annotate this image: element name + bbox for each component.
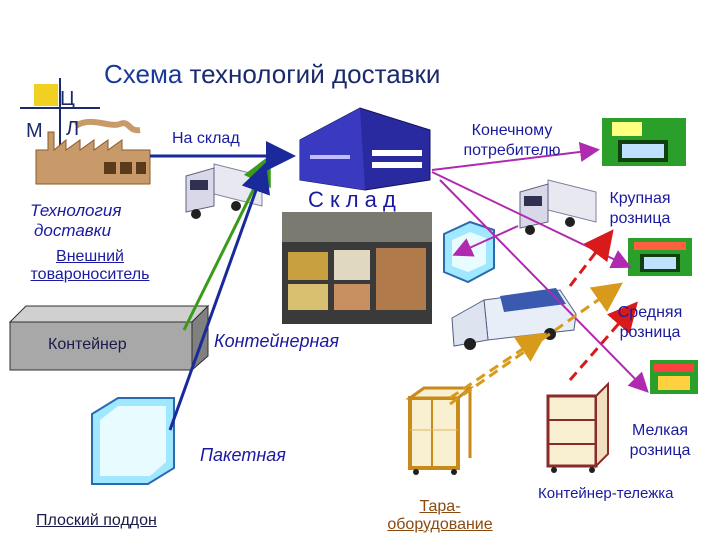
label-to-consumer-2: потребителю <box>463 142 561 159</box>
label-flat-pallet: Плоский поддон <box>36 512 157 529</box>
cube-icon <box>91 397 175 485</box>
label-small-retail-2: розница <box>629 442 691 459</box>
label-large-retail-1: Крупная <box>609 190 671 207</box>
label-small-retail-1: Мелкая <box>631 422 689 439</box>
label-warehouse: С к л а д <box>308 187 396 212</box>
trolley-cart-icon <box>546 381 609 473</box>
store-icon <box>628 238 692 276</box>
truck-icon <box>185 163 263 219</box>
arrow-to-small-retail <box>439 179 649 393</box>
van-icon <box>451 288 577 350</box>
label-packet-tech: Пакетная <box>200 445 286 465</box>
label-external-2: товароноситель <box>30 266 150 283</box>
label-to-warehouse: На склад <box>172 130 240 147</box>
arrow-blue <box>168 162 271 431</box>
warehouse-building-icon <box>299 107 431 191</box>
store-icon <box>602 118 686 166</box>
label-technology-2: доставки <box>34 221 112 240</box>
arrow-red-1 <box>568 301 638 381</box>
truck-icon <box>519 179 597 235</box>
label-medium-retail-2: розница <box>619 324 681 341</box>
label-container: Контейнер <box>48 336 127 353</box>
label-tara-2: оборудование <box>387 516 493 533</box>
cube-icon <box>443 220 495 284</box>
logo-letter-c: Ц <box>60 88 75 110</box>
logo-letter-m: М <box>26 120 43 142</box>
label-to-consumer-1: Конечному <box>471 122 553 139</box>
pallet-cage-icon <box>405 386 475 475</box>
logo-letter-l: Л <box>66 118 80 140</box>
warehouse-photo <box>282 212 432 324</box>
page-title-part1: Схема <box>104 59 190 89</box>
arrow-orange-1 <box>449 332 547 400</box>
label-technology-1: Технология <box>30 201 122 220</box>
arrow-orange-2 <box>449 282 623 406</box>
page-title: Схема технологий доставки <box>104 60 440 89</box>
store-icon <box>650 360 698 394</box>
label-tara-1: Тара- <box>419 498 461 515</box>
label-cart: Контейнер-тележка <box>538 485 674 502</box>
label-container-tech: Контейнерная <box>214 331 339 351</box>
arrow-to-medium-retail-red <box>452 225 519 257</box>
label-medium-retail-1: Средняя <box>617 304 683 321</box>
label-large-retail-2: розница <box>609 210 671 227</box>
arrow-to-consumer <box>431 142 600 171</box>
page-title-part2: технологий доставки <box>189 59 441 89</box>
arrow-red-2 <box>568 229 614 287</box>
factory-icon <box>35 119 151 185</box>
label-external-1: Внешний <box>56 248 124 265</box>
